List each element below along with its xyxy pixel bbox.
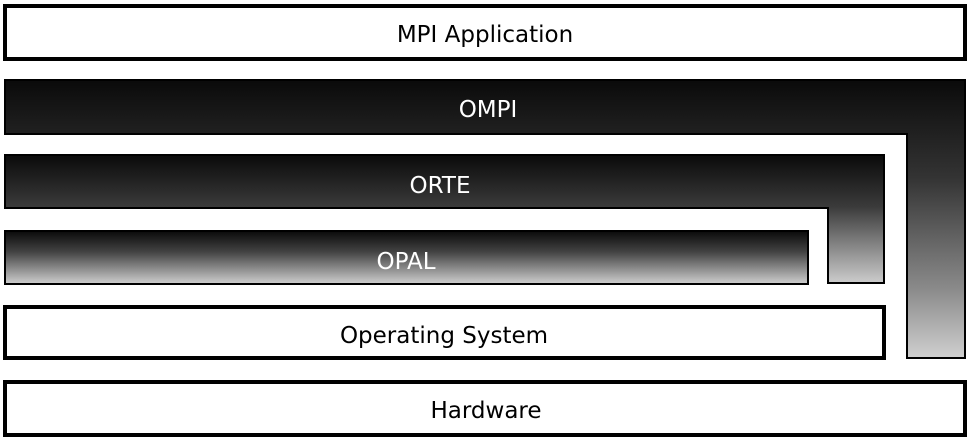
orte-label: ORTE [410,173,471,199]
hardware-label: Hardware [430,398,541,424]
opal-label: OPAL [376,249,435,275]
ompi-layer [4,79,966,359]
operating-system-layer [3,305,886,360]
ompi-label: OMPI [459,97,518,123]
hardware-layer [3,380,967,437]
orte-layer [4,154,885,284]
opal-layer [4,230,809,285]
mpi-application-label: MPI Application [397,22,573,48]
mpi-application-layer [3,4,967,61]
operating-system-label: Operating System [340,323,548,349]
